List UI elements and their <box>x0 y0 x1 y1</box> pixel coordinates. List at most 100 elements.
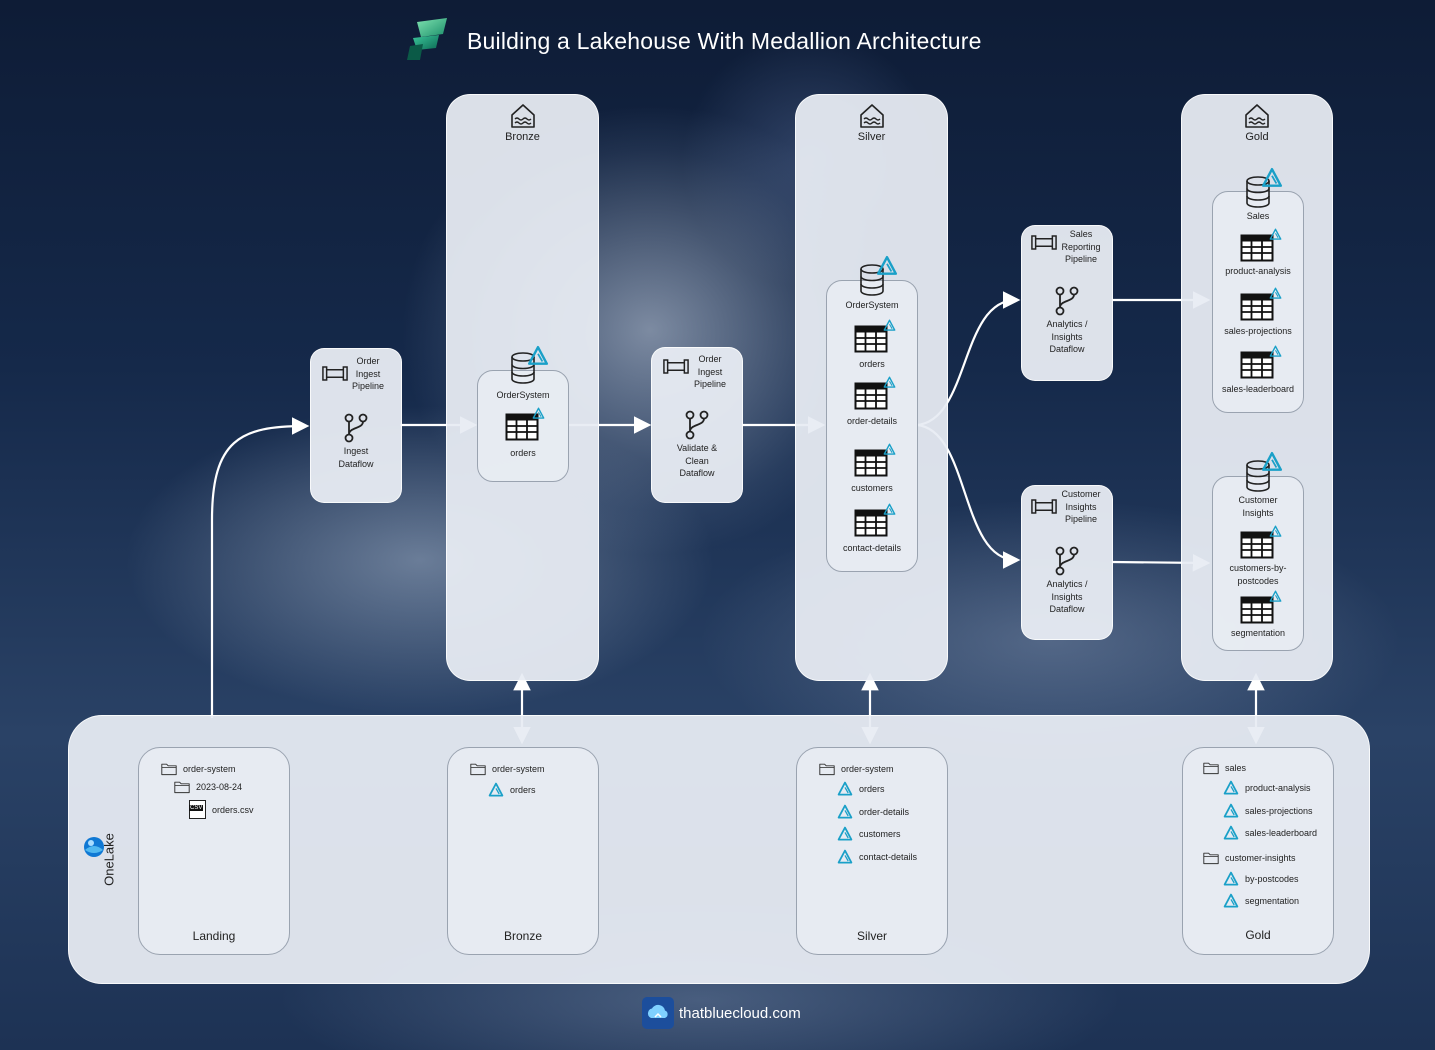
db-label: OrderSystem <box>496 390 550 400</box>
silver-lakehouse[interactable]: Silver OrderSystem orders order-details … <box>795 94 948 681</box>
delta-icon <box>1261 451 1283 473</box>
item-label: segmentation <box>1245 896 1300 906</box>
csv-badge: CSV <box>189 805 204 811</box>
delta-icon <box>1223 825 1239 841</box>
folder-item[interactable]: 2023-08-24 <box>174 780 242 794</box>
item-label: order-details <box>859 807 910 817</box>
dataflow-label: Analytics / Insights Dataflow <box>1046 319 1088 354</box>
dataflow-label: Validate & Clean Dataflow <box>676 443 718 478</box>
delta-table-item[interactable]: customers <box>837 826 901 842</box>
table-label: contact-details <box>842 543 902 553</box>
onelake-bronze[interactable]: order-system orders Bronze <box>447 747 599 955</box>
delta-icon <box>837 849 853 865</box>
onelake-panel[interactable]: OneLake order-system 2023-08-24 CSV orde… <box>68 715 1370 984</box>
order-ingest-pipeline-card[interactable]: Order Ingest Pipeline Ingest Dataflow <box>310 348 402 503</box>
delta-table-item[interactable]: orders <box>837 781 885 797</box>
table-label: orders <box>510 448 536 458</box>
order-validate-pipeline-card[interactable]: Order Ingest Pipeline Validate & Clean D… <box>651 347 743 503</box>
delta-table-item[interactable]: segmentation <box>1223 893 1299 909</box>
item-label: by-postcodes <box>1245 874 1299 884</box>
delta-icon <box>1223 893 1239 909</box>
pipeline-icon <box>1031 498 1057 515</box>
delta-table-item[interactable]: contact-details <box>837 849 917 865</box>
folder-item[interactable]: customer-insights <box>1203 851 1296 865</box>
delta-table-item[interactable]: order-details <box>837 804 909 820</box>
table-label: sales-projections <box>1224 326 1292 336</box>
table-label: customers-by- postcodes <box>1229 563 1287 586</box>
onelake-landing[interactable]: order-system 2023-08-24 CSV orders.csv L… <box>138 747 290 955</box>
table-label: sales-leaderboard <box>1221 384 1295 394</box>
silver-ordersystem-db[interactable]: OrderSystem orders order-details custome… <box>826 280 918 572</box>
folder-label: customer-insights <box>1225 853 1296 863</box>
lakehouse-label: Silver <box>857 131 886 143</box>
dataflow-icon <box>684 410 710 440</box>
folder-icon <box>1203 761 1219 775</box>
delta-icon <box>1223 871 1239 887</box>
page-title: Building a Lakehouse With Medallion Arch… <box>467 27 982 54</box>
delta-icon <box>837 781 853 797</box>
onelake-brand <box>77 824 117 884</box>
gold-sales-db[interactable]: Sales product-analysis sales-projections… <box>1212 191 1304 413</box>
delta-icon <box>1269 228 1282 241</box>
fabric-logo-icon <box>405 16 451 67</box>
lakehouse-icon <box>509 103 537 129</box>
footer-site-link[interactable]: thatbluecloud.com <box>679 1004 801 1022</box>
cloud-logo-icon <box>642 997 674 1029</box>
db-label: Customer Insights <box>1238 495 1278 518</box>
delta-table-item[interactable]: orders <box>488 782 536 798</box>
delta-icon <box>488 782 504 798</box>
lakehouse-label: Bronze <box>505 131 540 143</box>
folder-item[interactable]: sales <box>1203 761 1246 775</box>
bronze-ordersystem-db[interactable]: OrderSystem orders <box>477 370 569 482</box>
folder-item[interactable]: order-system <box>470 762 545 776</box>
delta-table-item[interactable]: sales-projections <box>1223 803 1313 819</box>
onelake-label-wrap: OneLake <box>99 830 119 890</box>
sales-reporting-pipeline-card[interactable]: Sales Reporting Pipeline Analytics / Ins… <box>1021 225 1113 381</box>
pipeline-icon <box>1031 234 1057 251</box>
file-label: orders.csv <box>212 804 254 815</box>
delta-icon <box>1223 803 1239 819</box>
delta-table-item[interactable]: by-postcodes <box>1223 871 1299 887</box>
delta-icon <box>837 826 853 842</box>
item-label: product-analysis <box>1245 783 1311 793</box>
table-label: order-details <box>846 416 898 426</box>
delta-icon <box>532 407 545 420</box>
delta-icon <box>1269 345 1282 358</box>
file-item[interactable]: CSV orders.csv <box>189 800 254 819</box>
dataflow-icon <box>343 413 369 443</box>
folder-icon <box>470 762 486 776</box>
delta-icon <box>527 345 549 367</box>
dataflow-label: Ingest Dataflow <box>338 446 374 469</box>
onelake-gold[interactable]: sales product-analysis sales-projections… <box>1182 747 1334 955</box>
pipeline-label: Order Ingest Pipeline <box>693 354 727 389</box>
table-label: product-analysis <box>1225 266 1291 276</box>
folder-icon <box>1203 851 1219 865</box>
item-label: customers <box>859 829 901 839</box>
bronze-lakehouse[interactable]: Bronze OrderSystem orders <box>446 94 599 681</box>
folder-icon <box>161 762 177 776</box>
dataflow-icon <box>1054 546 1080 576</box>
folder-label: sales <box>1225 763 1247 773</box>
folder-item[interactable]: order-system <box>819 762 894 776</box>
csv-file-icon: CSV <box>189 800 206 819</box>
gold-lakehouse[interactable]: Gold Sales product-analysis sales-projec… <box>1181 94 1333 681</box>
delta-table-item[interactable]: sales-leaderboard <box>1223 825 1317 841</box>
onelake-label: OneLake <box>101 833 117 886</box>
lakehouse-icon <box>1243 103 1271 129</box>
lakehouse-label: Gold <box>1245 131 1269 143</box>
footer: thatbluecloud.com <box>642 996 801 1030</box>
item-label: orders <box>510 785 536 795</box>
delta-icon <box>1223 780 1239 796</box>
section-label: Gold <box>1245 928 1271 942</box>
delta-icon <box>883 376 896 389</box>
customer-insights-pipeline-card[interactable]: Customer Insights Pipeline Analytics / I… <box>1021 485 1113 640</box>
gold-customer-insights-db[interactable]: Customer Insights customers-by- postcode… <box>1212 476 1304 651</box>
pipeline-icon <box>322 365 348 382</box>
folder-label: order-system <box>492 764 545 774</box>
header: Building a Lakehouse With Medallion Arch… <box>405 16 982 67</box>
folder-item[interactable]: order-system <box>161 762 236 776</box>
folder-label: 2023-08-24 <box>196 782 243 792</box>
delta-table-item[interactable]: product-analysis <box>1223 780 1311 796</box>
pipeline-label: Customer Insights Pipeline <box>1061 489 1101 524</box>
onelake-silver[interactable]: order-system orders order-details custom… <box>796 747 948 955</box>
